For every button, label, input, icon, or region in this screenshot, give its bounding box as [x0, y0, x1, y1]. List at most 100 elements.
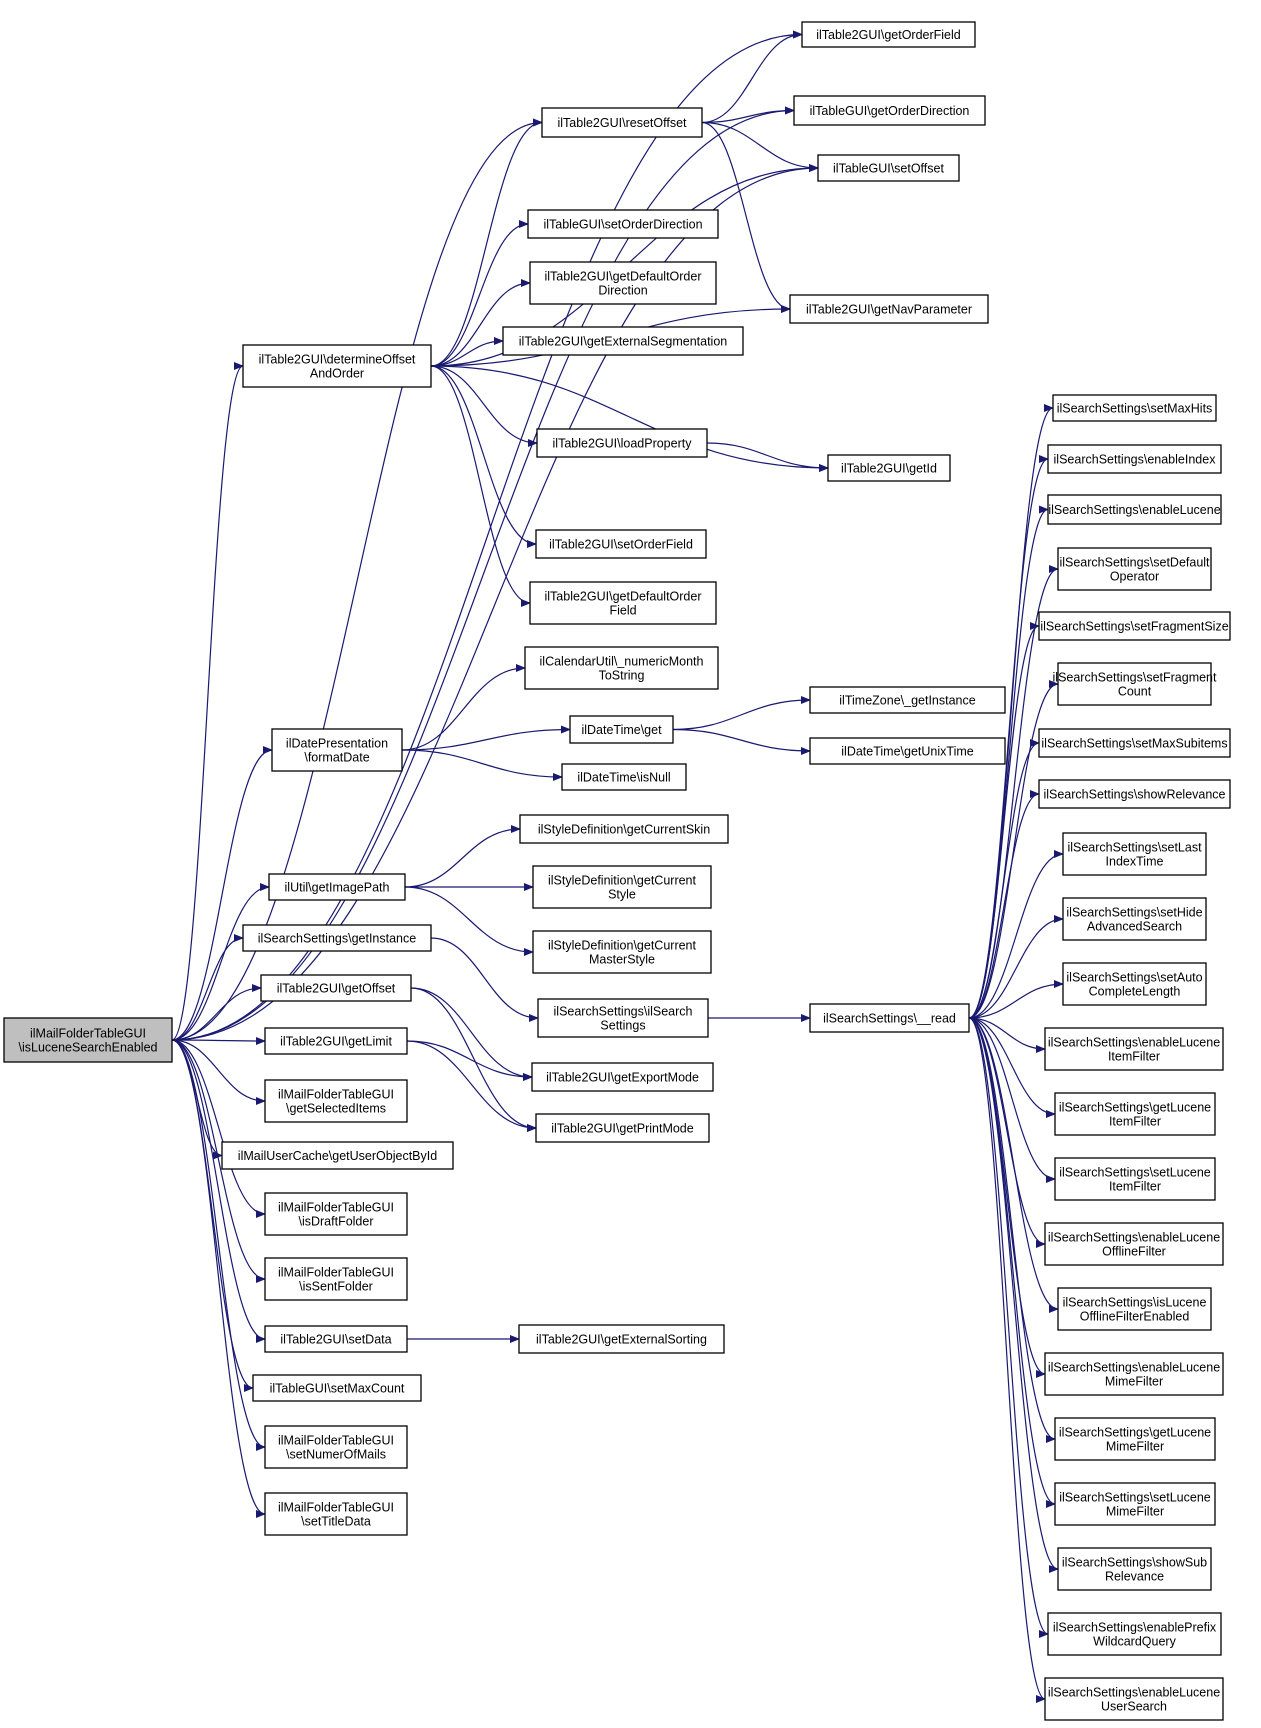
node-set-data[interactable]: ilTable2GUI\setData [264, 1325, 408, 1353]
node-box [264, 1192, 408, 1236]
call-edge-get-offset-to-get-export-mode [410, 987, 533, 1081]
node-dt-get[interactable]: ilDateTime\get [569, 715, 674, 744]
node-set-title-data[interactable]: ilMailFolderTableGUI\setTitleData [264, 1492, 408, 1536]
node-box [1062, 962, 1207, 1006]
node-get-selected-items[interactable]: ilMailFolderTableGUI\getSelectedItems [264, 1079, 408, 1123]
node-is-null[interactable]: ilDateTime\isNull [561, 763, 687, 791]
node-ss-get-instance[interactable]: ilSearchSettings\getInstance [242, 924, 432, 952]
call-edge-determine-offset-and-order-to-get-external-segmentation [430, 337, 504, 367]
node-tz-get-instance[interactable]: ilTimeZone\_getInstance [809, 686, 1006, 714]
call-edge-root-to-determine-offset-and-order [171, 362, 244, 1041]
node-get-image-path[interactable]: ilUtil\getImagePath [268, 873, 406, 901]
node-get-id[interactable]: ilTable2GUI\getId [827, 454, 951, 482]
node-get-print-mode[interactable]: ilTable2GUI\getPrintMode [535, 1113, 710, 1143]
node-load-property[interactable]: ilTable2GUI\loadProperty [536, 428, 708, 458]
call-edge-root-to-is-draft-folder [171, 1039, 266, 1218]
call-edge-determine-offset-and-order-to-set-order-field [430, 365, 537, 548]
node-box [1057, 547, 1212, 591]
node-box [1047, 494, 1222, 525]
call-edge-ss-read-to-show-sub-relevance [968, 1017, 1059, 1573]
call-edge-ss-read-to-set-lucene-item-filter [968, 1017, 1056, 1183]
node-box [1038, 779, 1231, 809]
edge [171, 746, 273, 1041]
node-label: ilTable2GUI\getId [841, 462, 937, 476]
edge [430, 365, 538, 447]
node-box [801, 21, 976, 48]
node-set-order-direction[interactable]: ilTableGUI\setOrderDirection [527, 209, 719, 239]
call-edge-ss-read-to-get-lucene-mime-filter [968, 1017, 1056, 1443]
node-show-relevance[interactable]: ilSearchSettings\showRelevance [1038, 779, 1231, 809]
node-set-order-field[interactable]: ilTable2GUI\setOrderField [535, 529, 707, 559]
node-box [1047, 444, 1222, 474]
node-get-current-skin[interactable]: ilStyleDefinition\getCurrentSkin [519, 814, 729, 844]
edge [968, 1017, 1056, 1443]
node-ss-construct[interactable]: ilSearchSettings\ilSearchSettings [537, 998, 709, 1038]
node-format-date[interactable]: ilDatePresentation\formatDate [271, 728, 403, 772]
node-enable-prefix-wildcard-query[interactable]: ilSearchSettings\enablePrefixWildcardQue… [1047, 1612, 1222, 1656]
node-label: ilSearchSettings\showRelevance [1043, 788, 1225, 802]
node-get-limit[interactable]: ilTable2GUI\getLimit [264, 1027, 408, 1055]
node-set-offset[interactable]: ilTableGUI\setOffset [817, 154, 960, 182]
call-edge-reset-offset-to-get-order-direction [701, 106, 795, 124]
node-set-max-subitems[interactable]: ilSearchSettings\setMaxSubitems [1038, 728, 1231, 758]
node-enable-lucene[interactable]: ilSearchSettings\enableLucene [1047, 494, 1222, 525]
node-set-max-count[interactable]: ilTableGUI\setMaxCount [252, 1374, 422, 1402]
edge [401, 725, 571, 751]
node-get-order-field[interactable]: ilTable2GUI\getOrderField [801, 21, 976, 48]
node-get-user-object-by-id[interactable]: ilMailUserCache\getUserObjectById [221, 1141, 454, 1170]
node-get-external-sorting[interactable]: ilTable2GUI\getExternalSorting [518, 1324, 725, 1354]
node-label: Direction [598, 284, 647, 298]
node-label: ilSearchSettings\setMaxHits [1057, 402, 1213, 416]
node-get-order-direction[interactable]: ilTableGUI\getOrderDirection [793, 95, 986, 126]
node-is-lucene-offline-filter-enabled[interactable]: ilSearchSettings\isLuceneOfflineFilterEn… [1057, 1287, 1212, 1331]
node-get-export-mode[interactable]: ilTable2GUI\getExportMode [531, 1062, 714, 1092]
node-box [1057, 1287, 1212, 1331]
node-label: ilSearchSettings\showSub [1062, 1556, 1207, 1570]
node-box [789, 294, 989, 324]
node-set-max-hits[interactable]: ilSearchSettings\setMaxHits [1052, 394, 1217, 422]
node-label: ilStyleDefinition\getCurrent [548, 874, 697, 888]
call-edge-reset-offset-to-get-nav-parameter [701, 121, 791, 313]
node-is-sent-folder[interactable]: ilMailFolderTableGUI\isSentFolder [264, 1257, 408, 1301]
call-edge-root-to-get-limit [171, 1036, 266, 1045]
node-get-offset[interactable]: ilTable2GUI\getOffset [260, 974, 412, 1002]
node-get-nav-parameter[interactable]: ilTable2GUI\getNavParameter [789, 294, 989, 324]
node-get-external-segmentation[interactable]: ilTable2GUI\getExternalSegmentation [502, 326, 744, 356]
node-reset-offset[interactable]: ilTable2GUI\resetOffset [541, 107, 703, 138]
node-box [1054, 1417, 1216, 1461]
node-is-draft-folder[interactable]: ilMailFolderTableGUI\isDraftFolder [264, 1192, 408, 1236]
node-enable-lucene-offline-filter[interactable]: ilSearchSettings\enableLuceneOfflineFilt… [1044, 1222, 1224, 1266]
call-edge-ss-read-to-is-lucene-offline-filter-enabled [968, 1017, 1059, 1313]
edge [968, 739, 1040, 1019]
node-root[interactable]: ilMailFolderTableGUI\isLuceneSearchEnabl… [3, 1017, 173, 1063]
node-set-fragment-size[interactable]: ilSearchSettings\setFragmentSize [1038, 611, 1231, 641]
node-ss-read[interactable]: ilSearchSettings\__read [809, 1003, 970, 1033]
call-edge-reset-offset-to-set-offset [701, 121, 819, 172]
node-label: ilSearchSettings\enableLucene [1048, 1036, 1220, 1050]
node-set-numer-of-mails[interactable]: ilMailFolderTableGUI\setNumerOfMails [264, 1425, 408, 1469]
node-label: ilMailFolderTableGUI [278, 1434, 394, 1448]
node-get-unix-time[interactable]: ilDateTime\getUnixTime [809, 737, 1006, 765]
node-box [1047, 1612, 1222, 1656]
node-enable-index[interactable]: ilSearchSettings\enableIndex [1047, 444, 1222, 474]
call-edge-ss-read-to-show-relevance [968, 790, 1040, 1019]
